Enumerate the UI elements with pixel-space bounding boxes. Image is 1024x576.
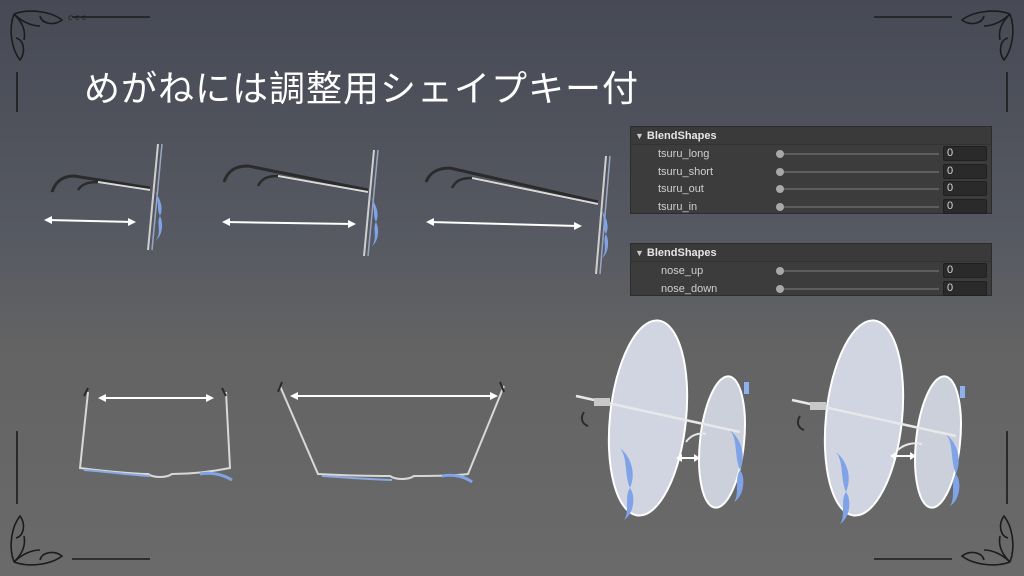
panel-header[interactable]: ▼ BlendShapes	[631, 127, 991, 145]
corner-ornament-top-right	[864, 0, 1024, 120]
width-arrow	[426, 218, 582, 230]
blendshape-label: nose_down	[661, 283, 717, 295]
blendshape-label: tsuru_short	[658, 166, 713, 178]
blendshape-row-tsuru-long: tsuru_long 0	[631, 145, 991, 163]
slide-title: めがねには調整用シェイプキー付	[84, 60, 639, 112]
slider-knob[interactable]	[776, 150, 784, 158]
blendshapes-panel-tsuru: ▼ BlendShapes tsuru_long 0 tsuru_short 0…	[630, 126, 992, 214]
slider-knob[interactable]	[776, 203, 784, 211]
blendshape-label: tsuru_in	[658, 201, 697, 213]
value-field[interactable]: 0	[943, 281, 987, 296]
glasses-side-view-medium	[218, 140, 388, 270]
triangle-down-icon[interactable]: ▼	[635, 248, 644, 258]
blendshapes-panel-nose: ▼ BlendShapes nose_up 0 nose_down 0	[630, 243, 992, 296]
blendshape-label: tsuru_out	[658, 183, 704, 195]
glasses-side-view-short	[38, 140, 178, 270]
value-field[interactable]: 0	[943, 181, 987, 196]
glasses-perspective-nose-up	[570, 318, 770, 528]
blendshape-label: tsuru_long	[658, 148, 709, 160]
glasses-side-view-long	[420, 150, 620, 280]
glasses-top-view-narrow	[70, 380, 240, 490]
width-arrow	[222, 218, 356, 228]
glasses-perspective-nose-down	[786, 318, 986, 528]
slider-track[interactable]	[779, 270, 939, 272]
blendshape-label: nose_up	[661, 265, 703, 277]
panel-title: BlendShapes	[647, 130, 717, 142]
slider-track[interactable]	[779, 171, 939, 173]
value-field[interactable]: 0	[943, 199, 987, 214]
slider-knob[interactable]	[776, 267, 784, 275]
slider-knob[interactable]	[776, 168, 784, 176]
slider-knob[interactable]	[776, 185, 784, 193]
svg-text:c c c: c c c	[68, 13, 86, 22]
blendshape-row-nose-up: nose_up 0	[631, 262, 991, 280]
width-arrow	[290, 392, 498, 400]
value-field[interactable]: 0	[943, 164, 987, 179]
slider-track[interactable]	[779, 206, 939, 208]
blendshape-row-nose-down: nose_down 0	[631, 280, 991, 298]
value-field[interactable]: 0	[943, 146, 987, 161]
slider-track[interactable]	[779, 153, 939, 155]
value-field[interactable]: 0	[943, 263, 987, 278]
slider-track[interactable]	[779, 188, 939, 190]
blendshape-row-tsuru-short: tsuru_short 0	[631, 163, 991, 181]
slider-knob[interactable]	[776, 285, 784, 293]
slider-track[interactable]	[779, 288, 939, 290]
width-arrow	[98, 394, 214, 402]
panel-title: BlendShapes	[647, 247, 717, 259]
panel-header[interactable]: ▼ BlendShapes	[631, 244, 991, 262]
glasses-top-view-wide	[272, 376, 512, 491]
blendshape-row-tsuru-out: tsuru_out 0	[631, 180, 991, 198]
width-arrow	[44, 216, 136, 226]
blendshape-row-tsuru-in: tsuru_in 0	[631, 198, 991, 216]
triangle-down-icon[interactable]: ▼	[635, 131, 644, 141]
